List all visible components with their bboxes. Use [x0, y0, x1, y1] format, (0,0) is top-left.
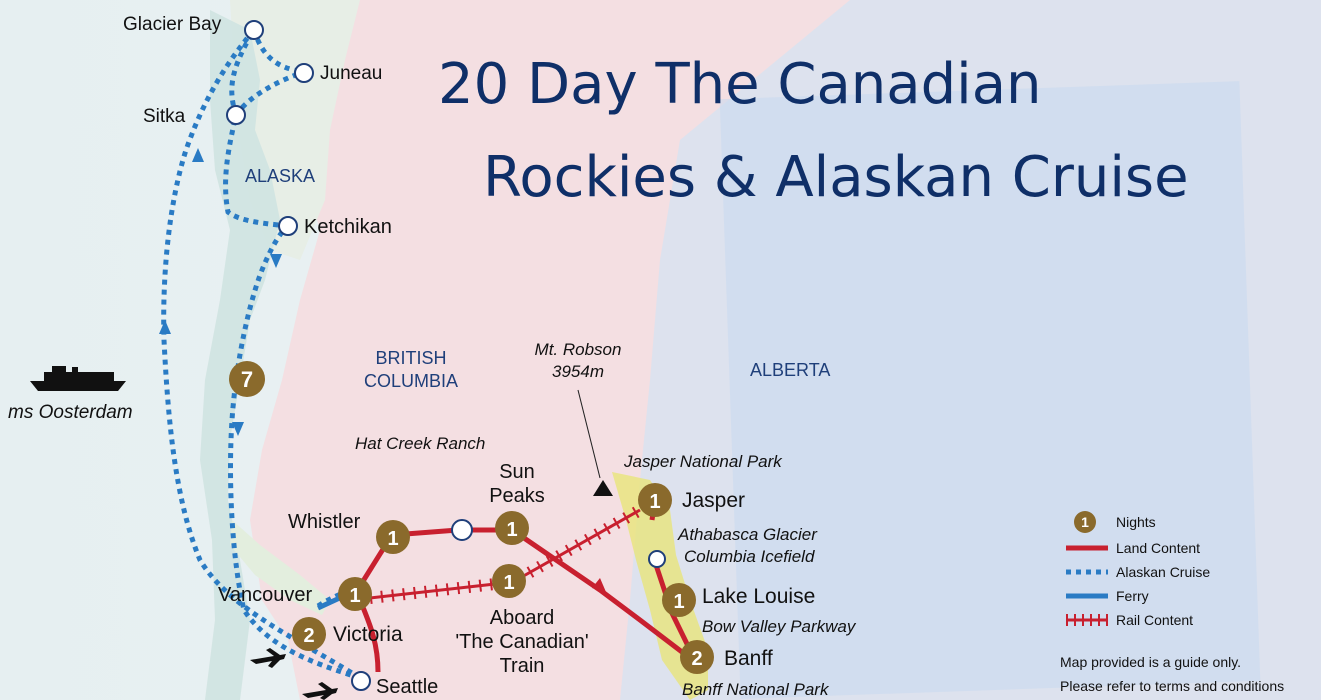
label-mt-robson-2: 3954m: [552, 362, 604, 381]
badge-whistler-text: 1: [387, 528, 398, 550]
label-sitka: Sitka: [143, 106, 186, 127]
label-seattle: Seattle: [376, 676, 438, 698]
label-bc-1: BRITISH: [375, 348, 446, 368]
badge-sun-peaks-text: 1: [506, 519, 517, 541]
marker-seattle: [351, 671, 371, 691]
label-glacier-bay: Glacier Bay: [123, 14, 222, 35]
legend: 1 Nights Land Content Alaskan Cruise Fer…: [1060, 511, 1284, 694]
arrow-up-icon: [192, 148, 204, 162]
label-alaska: ALASKA: [245, 166, 315, 186]
label-jasper-np: Jasper National Park: [623, 452, 783, 471]
note-line-1: Map provided is a guide only.: [1060, 654, 1241, 670]
label-vancouver: Vancouver: [218, 584, 312, 606]
badge-cruise-text: 7: [241, 367, 253, 392]
label-juneau: Juneau: [320, 63, 382, 84]
note-line-2: Please refer to terms and conditions: [1060, 678, 1284, 694]
marker-hat-creek: [451, 519, 473, 541]
badge-victoria: [292, 617, 326, 651]
label-athabasca-1: Athabasca Glacier: [677, 525, 818, 544]
legend-land-label: Land Content: [1116, 540, 1200, 556]
vancouver-island: [230, 520, 330, 615]
label-whistler: Whistler: [288, 511, 361, 533]
arrow-down-icon: [232, 422, 244, 436]
label-victoria: Victoria: [333, 623, 403, 646]
badge-whistler: [376, 520, 410, 554]
badge-jasper-text: 1: [649, 491, 660, 513]
marker-ketchikan: [278, 216, 298, 236]
label-alberta: ALBERTA: [750, 360, 830, 380]
arrow-down-icon: [270, 254, 282, 268]
label-aboard-3: Train: [500, 655, 545, 677]
label-bc-2: COLUMBIA: [364, 371, 458, 391]
marker-glacier-bay: [244, 20, 264, 40]
legend-nights-label: Nights: [1116, 514, 1156, 530]
airplane-icon: [250, 648, 286, 668]
badge-aboard-text: 1: [503, 572, 514, 594]
label-bow-valley: Bow Valley Parkway: [702, 617, 857, 636]
label-aboard-2: 'The Canadian': [455, 631, 588, 653]
label-sun-peaks-2: Peaks: [489, 485, 545, 507]
badge-aboard: [492, 564, 526, 598]
label-athabasca-2: Columbia Icefield: [684, 547, 815, 566]
label-ketchikan: Ketchikan: [304, 216, 392, 238]
badge-vancouver: [338, 577, 372, 611]
label-mt-robson-1: Mt. Robson: [535, 340, 622, 359]
marker-sitka: [226, 105, 246, 125]
badge-sun-peaks: [495, 511, 529, 545]
arrow-up-icon: [159, 320, 171, 334]
night-badges: 7 1 1 2 1 1 1 1 2: [229, 361, 714, 674]
label-jasper: Jasper: [682, 489, 745, 512]
marker-athabasca: [648, 550, 666, 568]
place-markers: [226, 20, 666, 691]
label-aboard-1: Aboard: [490, 607, 555, 629]
badge-lake-louise-text: 1: [673, 591, 684, 613]
legend-ferry-label: Ferry: [1116, 588, 1149, 604]
label-banff: Banff: [724, 647, 773, 670]
marker-juneau: [294, 63, 314, 83]
label-lake-louise: Lake Louise: [702, 585, 815, 608]
label-banff-np: Banff National Park: [682, 680, 830, 699]
cruise-direction-arrows: [159, 148, 282, 436]
mountain-icon: [593, 480, 613, 496]
land-route-arrow-icon: [592, 578, 606, 592]
badge-lake-louise: [662, 583, 696, 617]
airplane-icon: [302, 682, 338, 700]
title-line-2: Rockies & Alaskan Cruise: [483, 145, 1189, 210]
badge-victoria-text: 2: [303, 625, 314, 647]
badge-vancouver-text: 1: [349, 585, 360, 607]
ship-icon: [30, 366, 126, 391]
legend-rail-label: Rail Content: [1116, 612, 1193, 628]
badge-jasper: [638, 483, 672, 517]
label-ship: ms Oosterdam: [8, 402, 133, 423]
legend-cruise-label: Alaskan Cruise: [1116, 564, 1210, 580]
badge-cruise: [229, 361, 265, 397]
badge-banff-text: 2: [691, 648, 702, 670]
badge-banff: [680, 640, 714, 674]
rail-routes: [369, 504, 643, 604]
label-sun-peaks-1: Sun: [499, 461, 535, 483]
legend-nights-badge-text: 1: [1081, 514, 1089, 530]
mt-robson-leader: [577, 389, 601, 479]
legend-nights-badge: [1074, 511, 1096, 533]
alberta-highlight: [719, 81, 1261, 699]
title-line-1: 20 Day The Canadian: [438, 52, 1042, 117]
label-hat-creek: Hat Creek Ranch: [355, 434, 485, 453]
